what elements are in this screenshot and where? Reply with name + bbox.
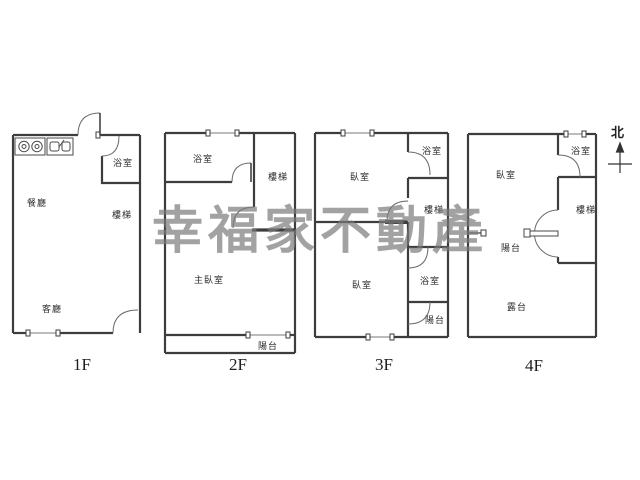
north-label: 北 — [611, 125, 625, 140]
room-label-balcony-4f: 陽台 — [501, 243, 522, 253]
floor-plan-2f — [163, 129, 297, 355]
room-label-dining-1f: 餐廳 — [27, 198, 48, 208]
sink-icon — [46, 137, 74, 156]
room-label-master-bedroom-2f: 主臥室 — [194, 275, 225, 285]
north-arrow-icon — [608, 141, 632, 173]
floor-plan-1f — [11, 112, 142, 337]
floor-label-2f: 2F — [229, 355, 247, 374]
room-label-bedroom-top-3f: 臥室 — [350, 172, 371, 182]
stove-icon — [14, 137, 46, 156]
room-label-bedroom-bottom-3f: 臥室 — [352, 280, 373, 290]
room-label-balcony-3f: 陽台 — [425, 315, 446, 325]
room-label-bedroom-4f: 臥室 — [496, 170, 517, 180]
room-label-bath-2f: 浴室 — [193, 154, 214, 164]
room-label-bath-bottom-3f: 浴室 — [420, 276, 441, 286]
room-label-stairs-3f: 樓梯 — [424, 205, 445, 215]
floor-plan-4f — [466, 130, 598, 339]
door-arcs-2f — [231, 162, 255, 229]
watermark: 幸福家不動產 — [152, 202, 489, 261]
room-label-balcony-2f: 陽台 — [258, 341, 279, 351]
door-leaf-4f — [523, 228, 559, 238]
room-label-stairs-4f: 樓梯 — [576, 205, 597, 215]
room-label-living-1f: 客廳 — [42, 304, 63, 314]
room-label-stairs-1f: 樓梯 — [112, 210, 133, 220]
floor-label-3f: 3F — [375, 355, 393, 374]
room-label-bath-top-3f: 浴室 — [422, 146, 443, 156]
floor-plan-3f — [313, 129, 450, 341]
floor-label-1f: 1F — [73, 355, 91, 374]
room-label-bath-4f: 浴室 — [571, 146, 592, 156]
door-arcs-1f — [77, 112, 139, 334]
room-label-bath-1f: 浴室 — [113, 158, 134, 168]
door-arcs-3f — [386, 151, 431, 325]
floor-label-4f: 4F — [525, 356, 543, 375]
room-label-terrace-4f: 露台 — [507, 302, 528, 312]
room-label-stairs-2f: 樓梯 — [268, 172, 289, 182]
